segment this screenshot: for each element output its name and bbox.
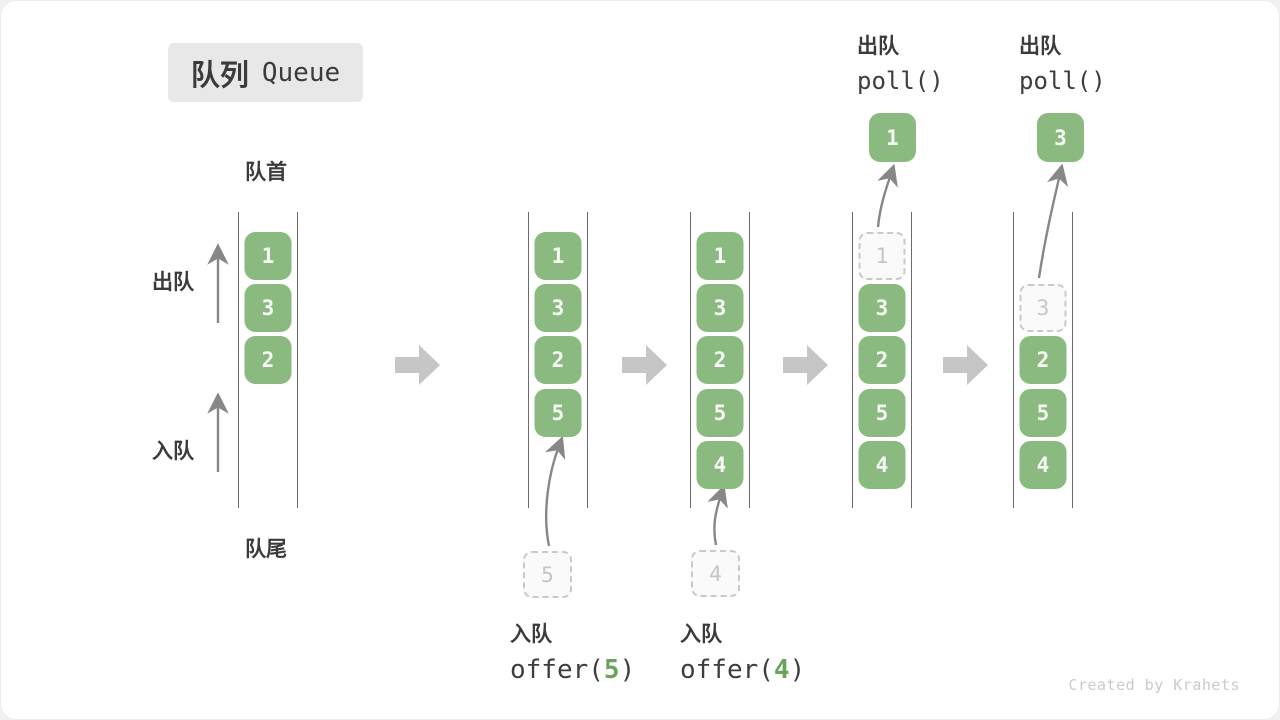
dequeue-op-zh: 出队 [857, 35, 899, 58]
queue-block: 3 [244, 284, 292, 332]
label-enqueue-side: 入队 [152, 440, 194, 463]
code-fn-open: offer( [680, 655, 774, 685]
code-fn-open: offer( [510, 655, 604, 685]
flow-arrow-icon [622, 345, 667, 385]
queue-state-4: 1 3 2 5 4 [852, 212, 912, 508]
pending-enqueue-box: 4 [691, 550, 740, 597]
queue-block: 4 [696, 441, 744, 489]
code-arg: 5 [603, 655, 620, 685]
queue-block: 1 [696, 232, 744, 280]
enqueue-op-code: offer(4) [680, 655, 805, 685]
dequeued-result-box: 3 [1037, 113, 1084, 162]
dequeue-op-code: poll() [857, 67, 944, 95]
queue-state-3: 1 3 2 5 4 [690, 212, 750, 508]
queue-state-5: 3 2 5 4 [1013, 212, 1073, 508]
enqueue-op-zh: 入队 [510, 623, 552, 646]
code-fn-close: ) [789, 655, 806, 685]
queue-block: 5 [858, 389, 906, 437]
dequeue-op-label: 出队 poll() [857, 30, 944, 95]
queue-block: 2 [696, 336, 744, 384]
queue-block: 1 [534, 232, 582, 280]
queue-block: 2 [858, 336, 906, 384]
dequeue-op-zh: 出队 [1019, 35, 1061, 58]
dequeue-op-code: poll() [1019, 67, 1106, 95]
queue-block: 4 [858, 441, 906, 489]
dequeue-op-label: 出队 poll() [1019, 30, 1106, 95]
queue-state-1: 1 3 2 [238, 212, 298, 508]
label-dequeue-side: 出队 [152, 271, 194, 294]
watermark-credit: Created by Krahets [1068, 676, 1240, 694]
enqueue-op-code: offer(5) [510, 655, 635, 685]
diagram-title-zh: 队列 [190, 59, 249, 92]
flow-arrow-icon [943, 345, 988, 385]
queue-block: 3 [696, 284, 744, 332]
queue-block: 4 [1019, 441, 1067, 489]
pending-enqueue-box: 5 [523, 551, 572, 598]
flow-arrow-icon [783, 345, 828, 385]
queue-block-ghost: 3 [1019, 284, 1067, 332]
queue-block: 5 [1019, 389, 1067, 437]
queue-block: 1 [244, 232, 292, 280]
code-fn-close: ) [619, 655, 636, 685]
queue-block: 2 [1019, 336, 1067, 384]
queue-block: 2 [534, 336, 582, 384]
label-queue-rear: 队尾 [245, 538, 287, 561]
dequeued-result-box: 1 [869, 113, 916, 162]
enqueue-op-label: 入队 offer(4) [680, 618, 805, 685]
diagram-title-box: 队列 Queue [168, 43, 363, 102]
flow-arrow-icon [395, 345, 440, 385]
queue-block: 3 [858, 284, 906, 332]
queue-block: 5 [696, 389, 744, 437]
queue-block-ghost: 1 [858, 232, 906, 280]
queue-block: 3 [534, 284, 582, 332]
queue-block: 5 [534, 389, 582, 437]
label-queue-front: 队首 [245, 161, 287, 184]
enqueue-op-label: 入队 offer(5) [510, 618, 635, 685]
queue-block: 2 [244, 336, 292, 384]
code-arg: 4 [773, 655, 790, 685]
enqueue-op-zh: 入队 [680, 623, 722, 646]
diagram-title-en: Queue [261, 57, 341, 88]
queue-state-2: 1 3 2 5 [528, 212, 588, 508]
